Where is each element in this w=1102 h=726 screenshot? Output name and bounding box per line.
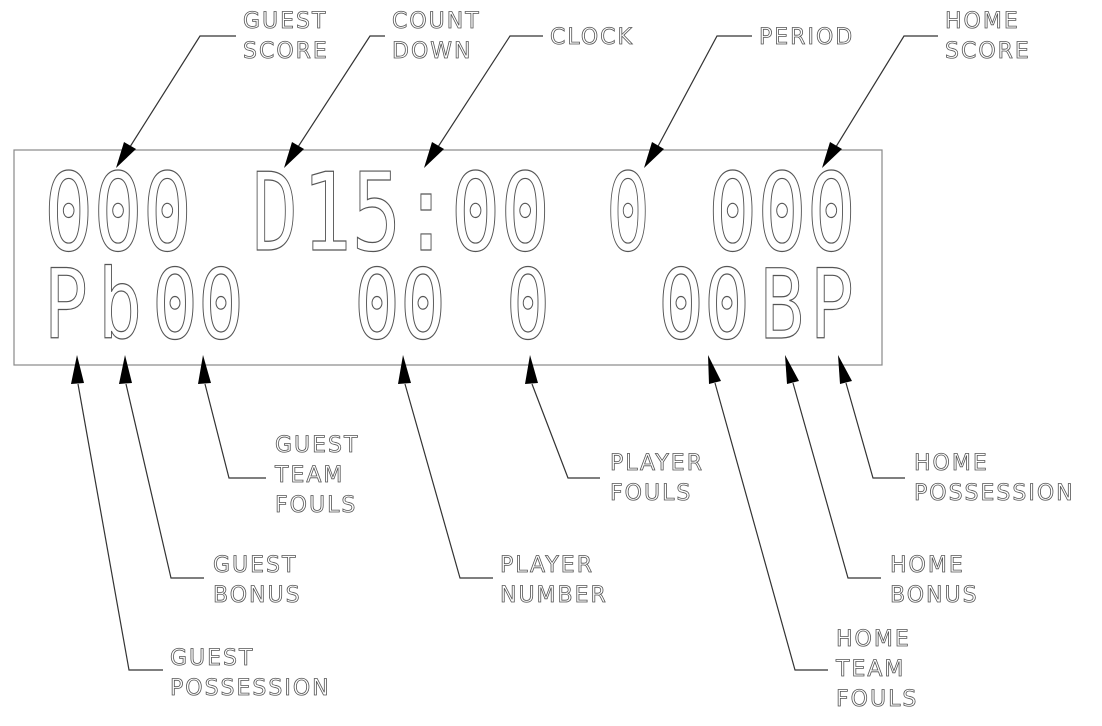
- arrow-icon: [71, 355, 84, 384]
- label-home-team-fouls-line2: TEAM: [835, 657, 905, 682]
- label-guest-score-line1: GUEST: [243, 9, 327, 34]
- label-home-possession-line2: POSSESSION: [914, 481, 1075, 506]
- label-guest-score-line2: SCORE: [243, 39, 329, 64]
- scoreboard-panel: [13, 149, 883, 366]
- arrow-icon: [198, 355, 211, 384]
- clock-digits: 15:00: [302, 151, 550, 276]
- label-player-fouls-line1: PLAYER: [610, 451, 704, 476]
- label-guest-possession-line2: POSSESSION: [170, 676, 331, 701]
- label-guest-bonus-line1: GUEST: [213, 553, 297, 578]
- callout-home-team-fouls: HOME TEAM FOULS: [708, 355, 918, 712]
- arrow-icon: [424, 142, 444, 168]
- period-digit: 0: [606, 151, 650, 276]
- label-home-team-fouls-line3: FOULS: [836, 687, 918, 712]
- callout-player-fouls: PLAYER FOULS: [525, 355, 704, 506]
- callout-player-number: PLAYER NUMBER: [398, 355, 608, 608]
- label-guest-possession-line1: GUEST: [170, 646, 254, 671]
- label-home-team-fouls-line1: HOME: [836, 627, 911, 652]
- callout-home-score: HOME SCORE: [822, 9, 1031, 168]
- arrow-icon: [119, 355, 132, 384]
- player-fouls-digit: 0: [506, 249, 550, 361]
- arrow-icon: [785, 355, 799, 384]
- callout-home-possession: HOME POSSESSION: [838, 355, 1075, 506]
- home-bonus-indicator: B: [760, 249, 804, 361]
- guest-possession-indicator: P: [44, 249, 88, 361]
- label-player-number-line1: PLAYER: [500, 553, 594, 578]
- label-player-number-line2: NUMBER: [500, 583, 608, 608]
- label-guest-bonus-line2: BONUS: [213, 583, 302, 608]
- arrow-icon: [838, 355, 852, 384]
- label-clock: CLOCK: [550, 25, 634, 50]
- callout-guest-bonus: GUEST BONUS: [119, 355, 302, 608]
- label-count-down-line2: DOWN: [392, 39, 472, 64]
- arrow-icon: [708, 355, 721, 384]
- label-period: PERIOD: [759, 25, 854, 50]
- label-home-score-line2: SCORE: [945, 39, 1031, 64]
- callout-guest-team-fouls: GUEST TEAM FOULS: [198, 355, 359, 518]
- label-count-down-line1: COUNT: [392, 9, 481, 34]
- callout-guest-possession: GUEST POSSESSION: [71, 355, 331, 701]
- label-player-fouls-line2: FOULS: [610, 481, 692, 506]
- label-home-score-line1: HOME: [945, 9, 1020, 34]
- label-home-possession-line1: HOME: [914, 451, 989, 476]
- callout-guest-score: GUEST SCORE: [116, 9, 329, 168]
- label-guest-team-fouls-line2: TEAM: [274, 463, 344, 488]
- callout-count-down: COUNT DOWN: [284, 9, 481, 168]
- label-home-bonus-line2: BONUS: [890, 583, 979, 608]
- callout-home-bonus: HOME BONUS: [785, 355, 979, 608]
- home-score-digits: 000: [708, 151, 856, 276]
- arrow-icon: [398, 355, 411, 384]
- arrow-icon: [116, 142, 136, 168]
- arrow-icon: [644, 142, 664, 168]
- home-team-fouls-digits: 00: [658, 249, 750, 361]
- guest-bonus-indicator: b: [98, 249, 142, 361]
- guest-team-fouls-digits: 00: [152, 249, 244, 361]
- label-guest-team-fouls-line1: GUEST: [275, 433, 359, 458]
- player-number-digits: 00: [354, 249, 446, 361]
- arrow-icon: [822, 142, 842, 168]
- home-possession-indicator: P: [810, 249, 854, 361]
- guest-score-digits: 000: [44, 151, 192, 276]
- countdown-indicator: D: [252, 151, 298, 276]
- callout-period: PERIOD: [644, 25, 854, 168]
- callout-clock: CLOCK: [424, 25, 634, 168]
- arrow-icon: [284, 142, 304, 168]
- arrow-icon: [525, 355, 538, 384]
- label-home-bonus-line1: HOME: [890, 553, 965, 578]
- label-guest-team-fouls-line3: FOULS: [275, 493, 357, 518]
